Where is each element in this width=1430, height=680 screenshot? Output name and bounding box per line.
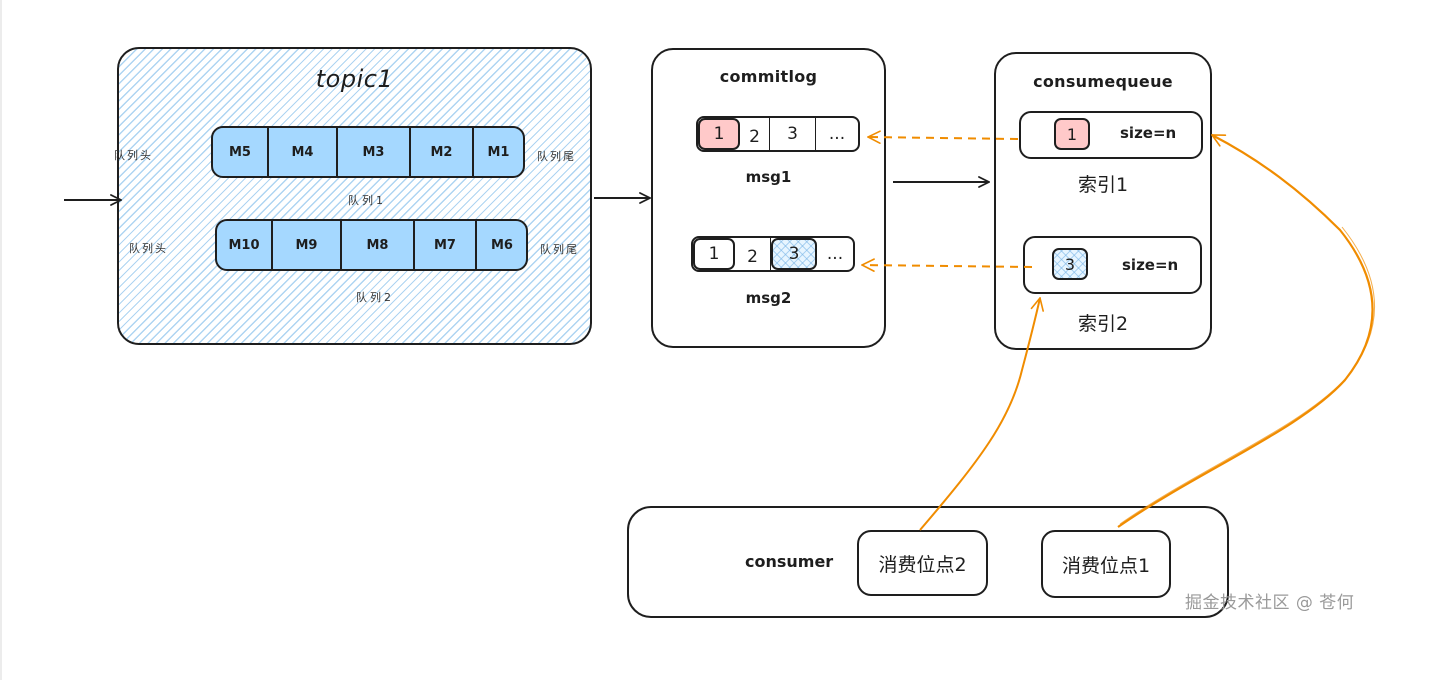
commitlog-title: commitlog bbox=[719, 67, 818, 86]
queue1-name: 队列1 bbox=[348, 194, 386, 207]
msg-cell: 2 bbox=[740, 118, 770, 150]
consumer-offset-2: 消费位点2 bbox=[857, 530, 988, 596]
commitlog-box: commitlog bbox=[651, 48, 886, 348]
queue-1: M5 M4 M3 M2 M1 bbox=[211, 126, 525, 178]
queue-message: M4 bbox=[269, 128, 338, 176]
consumer-offset-1: 消费位点1 bbox=[1041, 530, 1171, 598]
topic-box: topic1 bbox=[117, 47, 592, 345]
index1-size: size=n bbox=[1120, 124, 1177, 142]
msg-cell-highlighted: 3 bbox=[771, 238, 817, 270]
queue-message: M10 bbox=[217, 221, 273, 269]
canvas-left-edge bbox=[0, 0, 2, 680]
queue2-tail-label: 队列尾 bbox=[540, 243, 579, 256]
queue2-head-label: 队列头 bbox=[129, 242, 168, 255]
index1-label: 索引1 bbox=[1077, 174, 1129, 196]
queue-message: M6 bbox=[491, 237, 513, 253]
msg2-label: msg2 bbox=[745, 289, 792, 307]
commitlog-msg2-bar: 1 2 3 ... bbox=[691, 236, 855, 272]
msg-cell-highlighted: 1 bbox=[698, 118, 740, 150]
queue-message: M3 bbox=[338, 128, 411, 176]
watermark: 掘金技术社区 @ 苍何 bbox=[1185, 593, 1355, 613]
msg-cell: 1 bbox=[693, 238, 735, 270]
index2-offset-chip: 3 bbox=[1052, 248, 1088, 280]
commitlog-msg1-bar: 1 2 3 ... bbox=[696, 116, 860, 152]
topic-title: topic1 bbox=[315, 65, 394, 93]
msg-cell: 3 bbox=[770, 118, 816, 150]
consumequeue-title: consumequeue bbox=[1033, 72, 1173, 91]
index2-label: 索引2 bbox=[1077, 313, 1129, 335]
index1-offset-chip: 1 bbox=[1054, 118, 1090, 150]
index1-box: 1 size=n bbox=[1019, 111, 1203, 159]
consumequeue-box: consumequeue bbox=[994, 52, 1212, 350]
queue-message: M1 bbox=[487, 144, 510, 160]
queue-2: M10 M9 M8 M7 M6 bbox=[215, 219, 528, 271]
msg1-label: msg1 bbox=[745, 168, 792, 186]
queue-message: M2 bbox=[411, 128, 474, 176]
queue1-head-label: 队列头 bbox=[114, 149, 153, 162]
index2-size: size=n bbox=[1122, 256, 1179, 274]
consumer-label: consumer bbox=[745, 552, 834, 571]
queue2-name: 队列2 bbox=[356, 291, 394, 304]
queue-message: M7 bbox=[415, 221, 477, 269]
msg-cell: 2 bbox=[735, 238, 771, 270]
queue-message: M9 bbox=[273, 221, 342, 269]
queue1-tail-label: 队列尾 bbox=[537, 150, 576, 163]
queue-message: M8 bbox=[342, 221, 415, 269]
msg-cell-ellipsis: ... bbox=[828, 124, 846, 144]
msg-cell-ellipsis: ... bbox=[826, 244, 844, 264]
queue-message: M5 bbox=[213, 128, 269, 176]
index2-box: 3 size=n bbox=[1023, 236, 1202, 294]
